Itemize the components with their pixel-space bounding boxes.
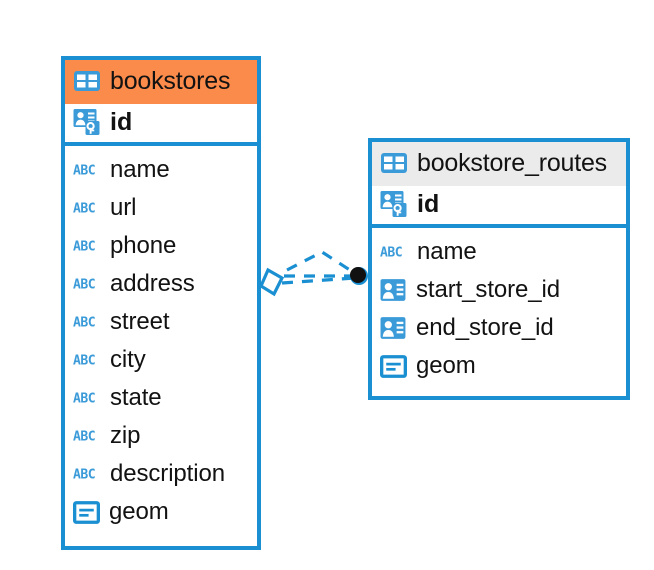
- field-row[interactable]: end_store_id: [380, 309, 618, 347]
- field-label: address: [110, 270, 195, 297]
- text-type-icon: ABC: [73, 237, 101, 255]
- entity-bookstore-routes-header[interactable]: bookstore_routes: [372, 142, 626, 186]
- field-label: geom: [416, 352, 476, 379]
- svg-text:ABC: ABC: [73, 315, 95, 329]
- table-icon: [380, 152, 408, 174]
- svg-text:ABC: ABC: [73, 353, 95, 367]
- text-type-icon: ABC: [73, 161, 101, 179]
- filled-circle-marker: [350, 267, 368, 285]
- field-label: zip: [110, 422, 141, 449]
- geometry-type-icon: [380, 354, 407, 378]
- text-type-icon: ABC: [73, 427, 101, 445]
- entity-bookstores-primary-key-label: id: [110, 107, 133, 136]
- field-row[interactable]: ABC state: [73, 379, 249, 417]
- field-label: start_store_id: [416, 276, 561, 303]
- field-row[interactable]: ABC street: [73, 303, 249, 341]
- entity-bookstore-routes-primary-key-label: id: [417, 189, 440, 218]
- svg-text:ABC: ABC: [73, 391, 95, 405]
- text-type-icon: ABC: [73, 389, 101, 407]
- relationship-crowsfoot-lines: [281, 250, 357, 285]
- foreign-key-icon: [380, 278, 407, 303]
- text-type-icon: ABC: [73, 313, 101, 331]
- text-type-icon: ABC: [73, 351, 101, 369]
- field-row[interactable]: geom: [380, 347, 618, 385]
- text-type-icon: ABC: [380, 243, 408, 261]
- field-label: url: [110, 194, 137, 221]
- field-row[interactable]: geom: [73, 493, 249, 531]
- entity-bookstores-primary-key-row[interactable]: id: [65, 104, 257, 146]
- text-type-icon: ABC: [73, 465, 101, 483]
- svg-text:ABC: ABC: [73, 277, 95, 291]
- text-type-icon: ABC: [73, 275, 101, 293]
- field-row[interactable]: ABC name: [380, 233, 618, 271]
- entity-bookstores-title: bookstores: [110, 66, 231, 95]
- field-row[interactable]: ABC phone: [73, 227, 249, 265]
- field-label: city: [110, 346, 146, 373]
- entity-bookstores-header[interactable]: bookstores: [65, 60, 257, 104]
- svg-text:ABC: ABC: [73, 163, 95, 177]
- field-label: phone: [110, 232, 177, 259]
- field-label: state: [110, 384, 162, 411]
- field-label: street: [110, 308, 170, 335]
- svg-text:ABC: ABC: [73, 429, 95, 443]
- field-row[interactable]: ABC zip: [73, 417, 249, 455]
- svg-text:ABC: ABC: [73, 239, 95, 253]
- field-row[interactable]: ABC address: [73, 265, 249, 303]
- geometry-type-icon: [73, 500, 100, 524]
- table-icon: [73, 70, 101, 92]
- field-row[interactable]: ABC name: [73, 151, 249, 189]
- entity-bookstore-routes-title: bookstore_routes: [417, 148, 607, 177]
- field-label: geom: [109, 498, 169, 525]
- svg-text:ABC: ABC: [73, 201, 95, 215]
- text-type-icon: ABC: [73, 199, 101, 217]
- entity-bookstore-routes-primary-key-row[interactable]: id: [372, 186, 626, 228]
- field-row[interactable]: ABC city: [73, 341, 249, 379]
- foreign-key-icon: [380, 316, 407, 341]
- field-row[interactable]: start_store_id: [380, 271, 618, 309]
- field-row[interactable]: ABC url: [73, 189, 249, 227]
- svg-text:ABC: ABC: [73, 467, 95, 481]
- diamond-aggregation-marker: [258, 267, 285, 297]
- svg-text:ABC: ABC: [380, 245, 402, 259]
- field-label: name: [110, 156, 170, 183]
- field-row[interactable]: ABC description: [73, 455, 249, 493]
- primary-key-icon: [73, 108, 101, 136]
- field-label: description: [110, 460, 225, 487]
- field-label: end_store_id: [416, 314, 554, 341]
- field-label: name: [417, 238, 477, 265]
- primary-key-icon: [380, 190, 408, 218]
